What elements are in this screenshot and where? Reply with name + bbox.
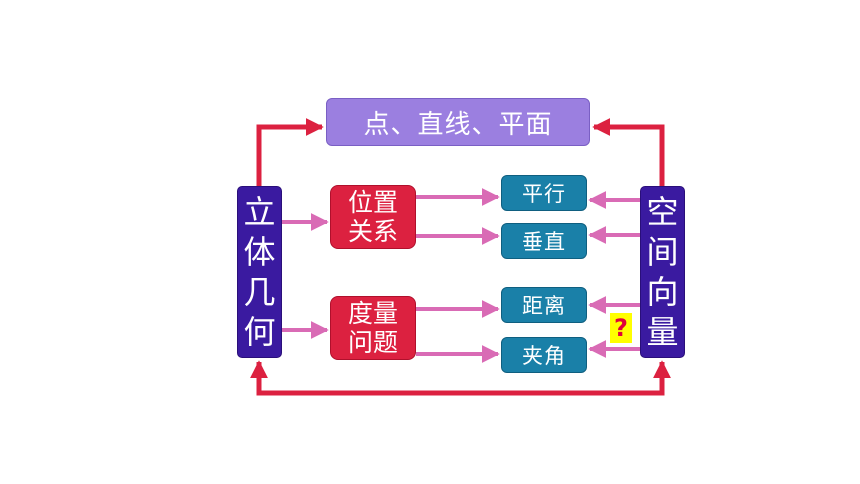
space-vector-char: 间 [646,233,679,271]
solid-geometry-char: 体 [243,233,276,271]
solid-geometry-char: 立 [243,193,276,231]
question-mark: ? [610,313,632,343]
solid-geometry-char: 何 [243,313,276,351]
parallel-box: 平行 [501,175,587,211]
points-lines-planes-box: 点、直线、平面 [326,98,590,146]
measurement-problem-box: 度量 问题 [330,296,416,360]
arrow-bottom-to-right [460,360,671,396]
position-relation-box: 位置 关系 [330,185,416,249]
arrow-left-to-top [256,118,324,186]
points-lines-planes-label: 点、直线、平面 [363,109,553,140]
space-vector-char: 空 [646,193,679,231]
angle-box: 夹角 [501,337,587,373]
space-vector-char: 向 [646,273,679,311]
space-vector-char: 量 [646,313,679,351]
arrow-bottom-to-left [250,360,460,396]
solid-geometry-char: 几 [243,273,276,311]
perpendicular-box: 垂直 [501,223,587,259]
solid-geometry-box: 立 体 几 何 [237,186,282,358]
distance-box: 距离 [501,287,587,323]
arrow-right-to-top [592,118,665,186]
space-vector-box: 空 间 向 量 [640,186,685,358]
